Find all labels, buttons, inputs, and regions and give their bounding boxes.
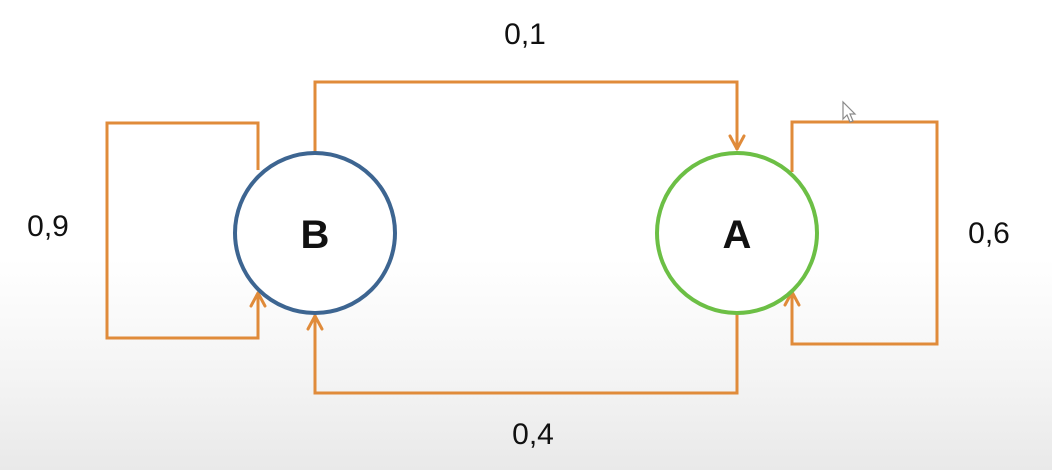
node-a: A — [655, 151, 819, 315]
node-a-label: A — [723, 213, 752, 257]
edge-a-to-b — [306, 313, 739, 395]
edge-a-to-b-arrowhead — [306, 314, 324, 331]
edge-b-self-loop-label: 0,9 — [27, 210, 69, 243]
node-a-circle — [655, 151, 819, 315]
node-b: B — [233, 151, 397, 315]
edge-b-to-a-label: 0,1 — [504, 18, 546, 51]
edge-b-self-loop — [105, 121, 267, 340]
edge-b-to-a — [313, 80, 746, 153]
node-b-label: B — [301, 213, 330, 257]
edge-b-to-a-arrowhead — [728, 134, 746, 151]
edge-b-self-loop-arrowhead — [249, 291, 267, 308]
edge-a-to-b-label: 0,4 — [512, 418, 554, 451]
edge-a-self-loop-label: 0,6 — [968, 217, 1010, 250]
node-b-circle — [233, 151, 397, 315]
mouse-cursor-icon — [842, 100, 857, 123]
